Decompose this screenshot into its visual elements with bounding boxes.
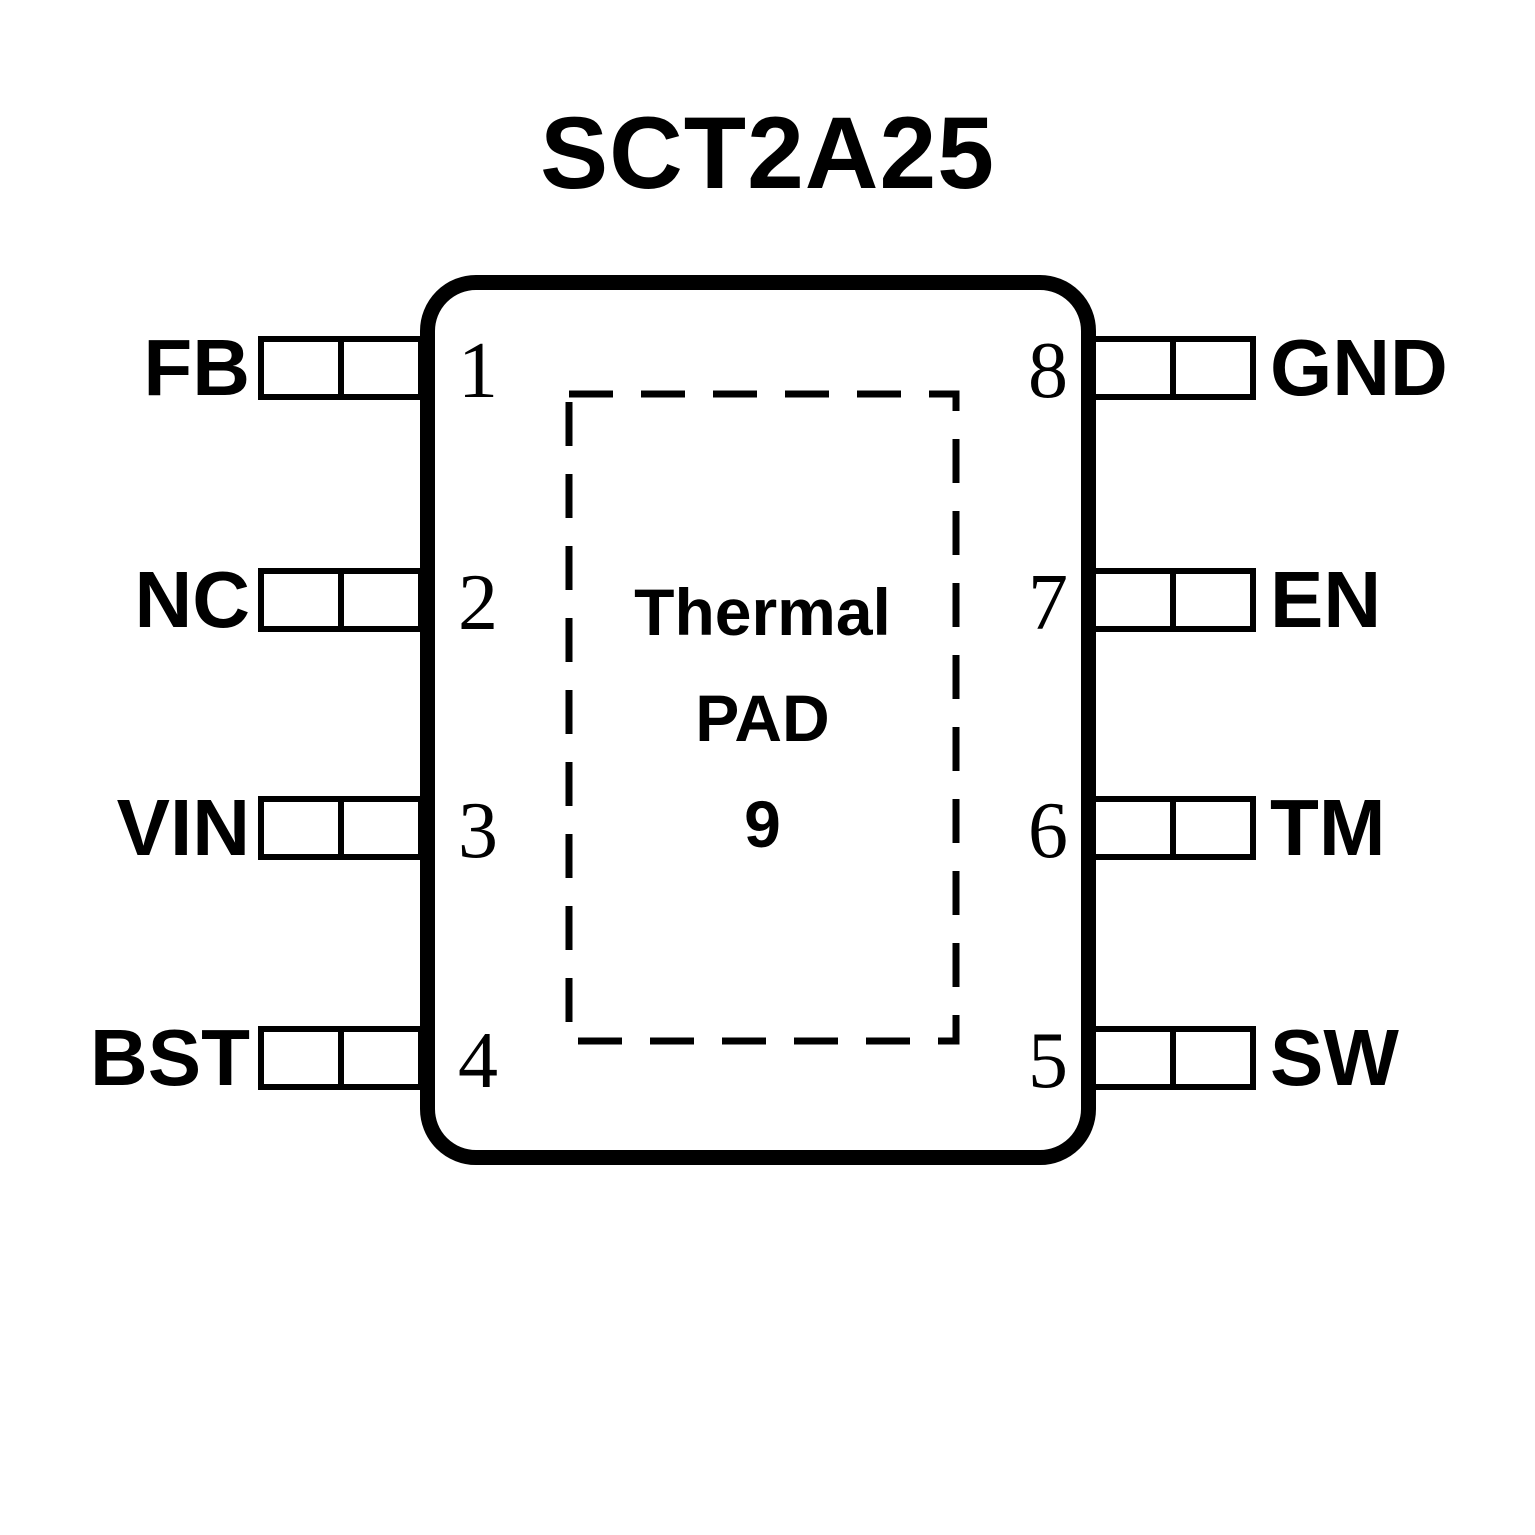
pin-pad-divider xyxy=(338,1032,344,1084)
thermal-pad-label: Thermal PAD 9 xyxy=(565,390,960,1045)
pin-pad-4 xyxy=(258,1026,424,1090)
pin-label-fb: FB xyxy=(143,323,250,412)
thermal-pad-label-line2: PAD xyxy=(695,680,830,755)
pin-pad-divider xyxy=(338,342,344,394)
pin-number-6: 6 xyxy=(1028,787,1068,875)
pin-pad-divider xyxy=(1170,1032,1176,1084)
chip-body-outline xyxy=(420,275,1096,1165)
pin-label-sw: SW xyxy=(1270,1013,1399,1102)
pin-pad-5 xyxy=(1090,1026,1256,1090)
pin-number-5: 5 xyxy=(1028,1017,1068,1105)
thermal-pad-label-line3: 9 xyxy=(744,786,781,861)
pin-number-7: 7 xyxy=(1028,559,1068,647)
pin-label-bst: BST xyxy=(90,1013,250,1102)
pin-pad-divider xyxy=(338,574,344,626)
pin-pad-divider xyxy=(338,802,344,854)
pin-label-vin: VIN xyxy=(116,783,250,872)
pin-pad-2 xyxy=(258,568,424,632)
pin-pad-divider xyxy=(1170,802,1176,854)
pin-label-en: EN xyxy=(1270,555,1382,644)
pin-label-gnd: GND xyxy=(1270,323,1448,412)
chip-title: SCT2A25 xyxy=(540,96,995,210)
pin-label-nc: NC xyxy=(134,555,250,644)
pin-number-1: 1 xyxy=(458,327,498,415)
pin-number-4: 4 xyxy=(458,1017,498,1105)
pin-number-2: 2 xyxy=(458,559,498,647)
pin-pad-3 xyxy=(258,796,424,860)
pin-pad-7 xyxy=(1090,568,1256,632)
pin-number-8: 8 xyxy=(1028,327,1068,415)
pin-label-tm: TM xyxy=(1270,783,1386,872)
pin-pad-6 xyxy=(1090,796,1256,860)
pin-pad-divider xyxy=(1170,574,1176,626)
pin-pad-8 xyxy=(1090,336,1256,400)
pin-pad-divider xyxy=(1170,342,1176,394)
thermal-pad-label-line1: Thermal xyxy=(634,574,891,649)
pin-pad-1 xyxy=(258,336,424,400)
thermal-pad-outline xyxy=(565,390,960,1045)
pin-number-3: 3 xyxy=(458,787,498,875)
